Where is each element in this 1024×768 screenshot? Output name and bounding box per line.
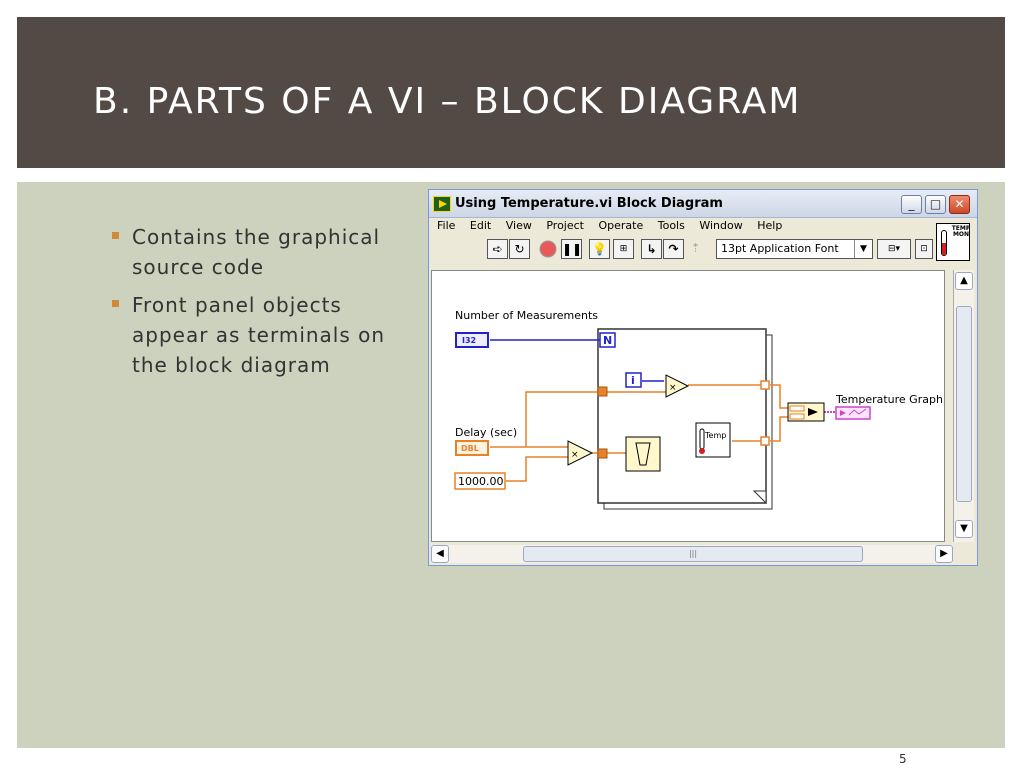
horizontal-scrollbar[interactable]: ◀ ||| ▶ [431, 545, 953, 563]
loop-corner [752, 490, 767, 505]
multiply-node-index[interactable] [665, 374, 690, 398]
menu-bar: File Edit View Project Operate Tools Win… [429, 219, 977, 235]
vertical-scrollbar[interactable]: ▲ ▼ [953, 270, 974, 542]
output-tunnel [760, 380, 770, 390]
highlight-execution-icon[interactable]: 💡 [589, 239, 610, 259]
temperature-graph-terminal[interactable] [835, 406, 871, 420]
tunnel [597, 386, 608, 397]
font-select[interactable]: 13pt Application Font ▼ [716, 239, 873, 259]
window-title: Using Temperature.vi Block Diagram [455, 196, 723, 211]
bundle-input [789, 413, 805, 420]
labview-window: Using Temperature.vi Block Diagram _ □ ✕… [428, 189, 978, 566]
slide-title: B. PARTS OF A VI – BLOCK DIAGRAM [93, 81, 802, 122]
bundle-arrow-icon [808, 408, 818, 416]
num-measurements-label: Number of Measurements [455, 309, 598, 322]
chevron-down-icon: ▼ [854, 240, 872, 258]
menu-window[interactable]: Window [699, 219, 743, 232]
bullet-item: Contains the graphical source code [112, 222, 412, 282]
vi-icon-label: TEMP MON [951, 225, 971, 238]
step-into-icon[interactable]: ↳ [641, 239, 662, 259]
page-number: 5 [899, 752, 907, 766]
close-button[interactable]: ✕ [949, 195, 970, 214]
menu-operate[interactable]: Operate [598, 219, 644, 232]
labview-app-icon[interactable] [433, 196, 451, 212]
thermometer-icon [941, 230, 947, 256]
block-diagram: Number of Measurements Delay (sec) Tempe… [454, 309, 943, 510]
temperature-graph-label: Temperature Graph [835, 393, 943, 406]
bullet-marker [112, 300, 119, 307]
for-loop-structure[interactable] [597, 328, 767, 504]
delay-label: Delay (sec) [455, 426, 517, 439]
run-continuously-icon[interactable]: ↻ [509, 239, 530, 259]
bullet-marker [112, 232, 119, 239]
vi-icon[interactable]: TEMP MON [936, 223, 970, 261]
menu-file[interactable]: File [437, 219, 456, 232]
output-tunnel [760, 436, 770, 446]
dbl-terminal[interactable] [455, 440, 489, 456]
minimize-button[interactable]: _ [901, 195, 922, 214]
loop-count-terminal[interactable] [599, 332, 616, 348]
slide-header [17, 17, 1005, 168]
scroll-down-icon[interactable]: ▼ [955, 520, 973, 538]
toolbar: ➪ ↻ ❚❚ 💡 ⊞ ↳ ↷ ⇡ 13pt Application Font ▼… [429, 236, 977, 262]
menu-tools[interactable]: Tools [657, 219, 685, 232]
waveform-icon [848, 408, 867, 416]
constant-wire [506, 456, 568, 482]
thermometer-icon [699, 428, 705, 450]
array-wire-2 [770, 416, 788, 442]
multiply-symbol: × [571, 450, 579, 460]
run-arrow-icon[interactable]: ➪ [487, 239, 508, 259]
menu-edit[interactable]: Edit [469, 219, 492, 232]
menu-view[interactable]: View [505, 219, 532, 232]
multiply-symbol: × [669, 383, 677, 393]
scroll-left-icon[interactable]: ◀ [431, 545, 449, 563]
constant-1000[interactable] [454, 472, 506, 490]
bullet-item: Front panel objects appear as terminals … [112, 290, 412, 380]
tunnel [597, 448, 608, 459]
loop-index-terminal[interactable] [625, 372, 642, 388]
bullet-list: Contains the graphical source code Front… [112, 222, 412, 388]
wait-ms-function[interactable] [625, 436, 661, 472]
bullet-text: Contains the graphical source code [132, 225, 381, 279]
abort-icon[interactable] [537, 239, 558, 259]
metronome-icon [635, 442, 651, 466]
menu-help[interactable]: Help [757, 219, 783, 232]
scroll-right-icon[interactable]: ▶ [935, 545, 953, 563]
temp-subvi-text: Temp [704, 431, 726, 440]
delay-wire [525, 391, 666, 447]
multiply-node-delay[interactable] [567, 440, 594, 466]
pause-icon[interactable]: ❚❚ [561, 239, 582, 259]
distribute-objects-icon[interactable]: ⊡ [915, 239, 933, 259]
i32-terminal[interactable] [455, 332, 489, 348]
window-titlebar[interactable]: Using Temperature.vi Block Diagram _ □ ✕ [429, 190, 977, 218]
align-objects-icon[interactable]: ⊟▾ [877, 239, 911, 259]
block-diagram-canvas[interactable]: Number of Measurements Delay (sec) Tempe… [431, 270, 945, 542]
retain-wire-values-icon[interactable]: ⊞ [613, 239, 634, 259]
i32-terminal-text: I32 [462, 336, 476, 345]
thermometer-bulb-icon [699, 448, 705, 454]
array-wire-1 [770, 384, 788, 409]
bullet-text: Front panel objects appear as terminals … [132, 293, 386, 377]
dbl-terminal-text: DBL [461, 444, 479, 453]
scroll-up-icon[interactable]: ▲ [955, 272, 973, 290]
bundle-input [789, 405, 805, 412]
constant-1000-text: 1000.00 [458, 475, 504, 488]
step-out-icon[interactable]: ⇡ [690, 241, 701, 255]
font-select-value: 13pt Application Font [721, 242, 839, 255]
graph-terminal-arrow-icon [840, 410, 846, 416]
loop-index-text: i [631, 374, 635, 387]
vertical-scroll-thumb[interactable] [956, 306, 972, 502]
horizontal-scroll-thumb[interactable]: ||| [523, 546, 863, 562]
loop-count-text: N [603, 334, 612, 347]
step-over-icon[interactable]: ↷ [663, 239, 684, 259]
maximize-button[interactable]: □ [925, 195, 946, 214]
menu-project[interactable]: Project [546, 219, 584, 232]
abort-icon [539, 240, 556, 258]
